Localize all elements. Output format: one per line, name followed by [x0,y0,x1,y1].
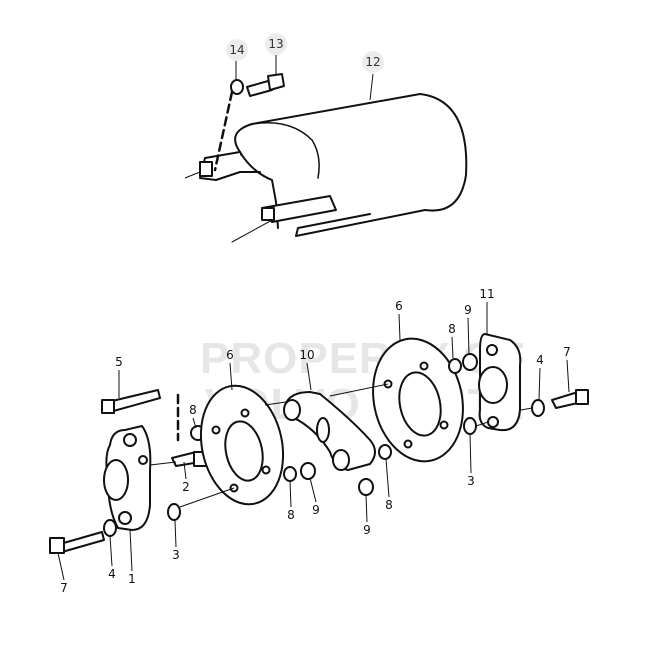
callout-8: 8 [448,322,456,336]
callout-8: 8 [287,508,295,522]
callout-11: 11 [479,287,495,301]
coupling-yoke-part [283,391,376,471]
callout-7: 7 [60,581,68,595]
flexible-disc-right [372,337,464,463]
callout-8: 8 [385,498,393,512]
callout-7: 7 [563,345,571,359]
callout-12: 12 [362,51,384,73]
callout-8: 8 [189,403,197,417]
callout-9: 9 [464,303,472,317]
callout-4: 4 [536,353,544,367]
callout-6: 6 [226,348,234,362]
washer-14 [230,79,244,95]
callout-9: 9 [312,503,320,517]
flexible-disc-left [199,384,285,506]
protective-cover-part [199,93,468,243]
callout-9: 9 [363,523,371,537]
callout-14: 14 [226,39,248,61]
callout-1: 1 [128,572,136,586]
callout-3: 3 [172,548,180,562]
callout-4: 4 [108,567,116,581]
callout-5: 5 [115,355,123,369]
callout-10: 10 [299,348,315,362]
callout-6: 6 [395,299,403,313]
callout-2: 2 [182,480,190,494]
callout-13: 13 [265,33,287,55]
callout-3: 3 [467,474,475,488]
